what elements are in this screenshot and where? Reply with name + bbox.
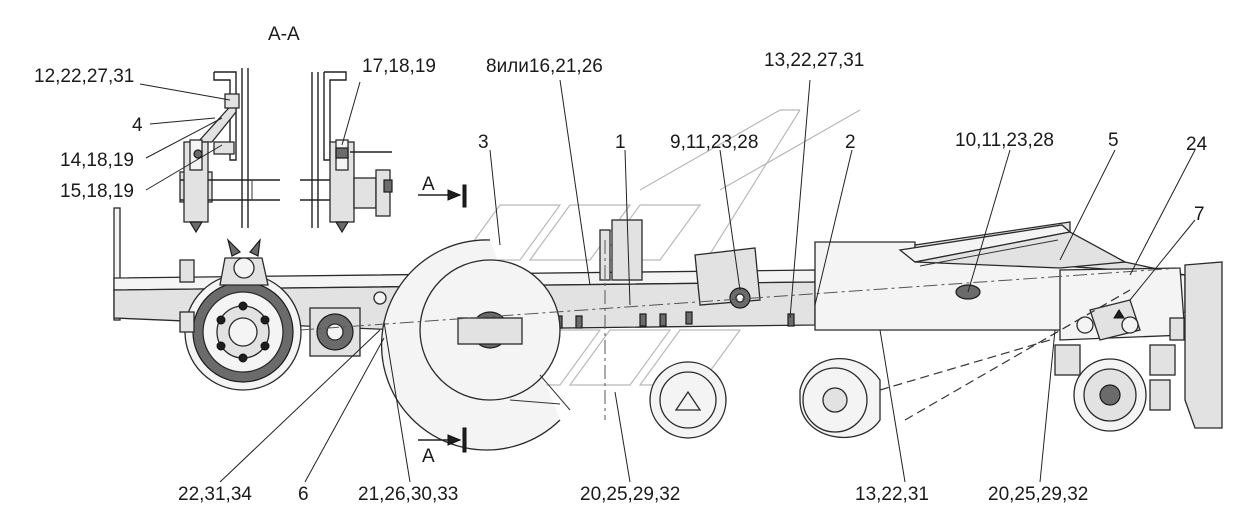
section-view-left — [179, 68, 280, 234]
watermark — [428, 109, 861, 386]
leader-lines — [139, 79, 1196, 483]
callout-3: 3 — [478, 132, 489, 153]
callout-6: 6 — [298, 484, 309, 505]
callout-15-18-19: 15,18,19 — [60, 181, 134, 202]
callout-20-25-29-32-left: 20,25,29,32 — [580, 484, 680, 505]
section-marker-top: А — [418, 174, 467, 208]
rollers — [649, 358, 881, 439]
callout-9-11-23-28: 9,11,23,28 — [670, 132, 758, 153]
callout-labels: А-А 12,22,27,31 4 14,18,19 15,18,19 17,1… — [34, 24, 1208, 505]
callout-24: 24 — [1186, 134, 1208, 155]
callout-5: 5 — [1108, 130, 1119, 151]
section-marker-bottom: А — [418, 427, 467, 467]
callout-17-18-19: 17,18,19 — [362, 56, 436, 77]
callout-1: 1 — [615, 132, 626, 153]
chain-lines — [299, 240, 1181, 421]
callout-22-31-34: 22,31,34 — [178, 484, 252, 505]
section-marker-letter-top: А — [422, 174, 435, 195]
callout-13-22-31: 13,22,31 — [855, 484, 929, 505]
tray — [898, 224, 1128, 269]
callout-4: 4 — [132, 115, 143, 136]
callout-20-25-29-32-right: 20,25,29,32 — [988, 484, 1088, 505]
callout-2: 2 — [845, 132, 856, 153]
right-wheel — [1054, 344, 1176, 432]
callout-8-16-21-26: 8или16,21,26 — [486, 56, 603, 77]
callout-10-11-23-28: 10,11,23,28 — [955, 130, 1054, 151]
callout-14-18-19: 14,18,19 — [60, 150, 134, 171]
callout-12-22-27-31: 12,22,27,31 — [34, 66, 134, 87]
section-view-right — [300, 71, 393, 234]
large-disc — [380, 239, 561, 451]
callout-21-26-30-33: 21,26,30,33 — [358, 484, 458, 505]
section-title: А-А — [268, 24, 300, 45]
callout-7: 7 — [1194, 204, 1205, 225]
drive-hub — [309, 307, 361, 357]
callout-13-22-27-31: 13,22,27,31 — [764, 50, 864, 71]
section-marker-letter-bottom: А — [422, 446, 435, 467]
left-wheel — [179, 238, 302, 391]
